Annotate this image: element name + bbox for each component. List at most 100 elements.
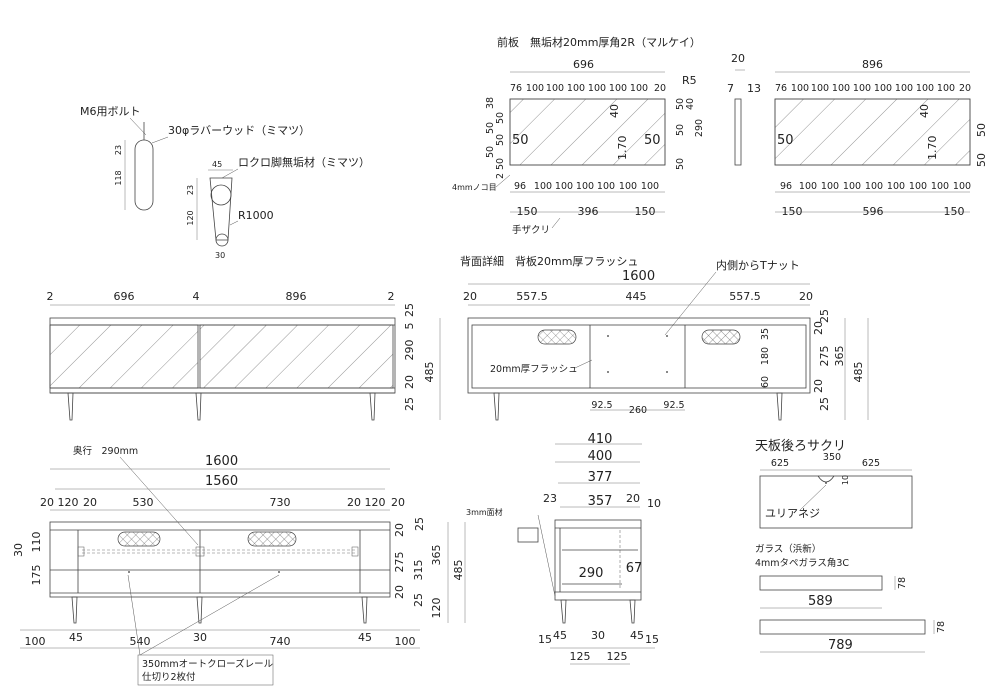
tb-2: 625 — [862, 458, 880, 469]
bv-bot-1: 260 — [629, 405, 647, 416]
bv-right-1: 20 — [812, 321, 825, 335]
divider-note: 仕切り2枚付 — [142, 671, 196, 683]
pv-right-3: 315 — [412, 560, 425, 581]
pv-right-0: 25 — [413, 517, 426, 531]
sv-top-1: 400 — [588, 449, 613, 464]
tb-0: 625 — [771, 458, 789, 469]
sv-inner-1: 67 — [626, 561, 643, 576]
pv-bot-5: 45 — [358, 631, 372, 644]
fp-side-13: 13 — [747, 82, 761, 95]
sv-top-0: 410 — [588, 432, 613, 447]
fp-left-4: 50 — [485, 146, 496, 158]
bv-mid-2: 60 — [760, 376, 771, 388]
fpl-bot-2: 100 — [821, 181, 839, 192]
pv-total-1600: 1600 — [205, 454, 238, 469]
fv-top-1: 696 — [114, 290, 135, 303]
fp-left-50: 50 — [512, 133, 529, 148]
fpl-width-896: 896 — [862, 58, 883, 71]
pv-top-6: 120 — [365, 496, 386, 509]
fp-left-1: 50 — [495, 112, 506, 124]
fpl-right-50a: 50 — [975, 123, 988, 137]
fp-right-1: 40 — [685, 98, 696, 110]
pv-right-7: 485 — [452, 560, 465, 581]
bv-right-3: 20 — [812, 379, 825, 393]
fp-col-0: 76 — [510, 83, 522, 94]
glass-note: ガラス（浜新） — [755, 543, 821, 555]
fv-right-2: 290 — [403, 340, 416, 361]
sv-bot2-1: 125 — [607, 650, 628, 663]
fv-top-0: 2 — [47, 290, 54, 303]
bv-mid-0: 35 — [760, 328, 771, 340]
bv-total-1600: 1600 — [622, 269, 655, 284]
fv-right-3: 20 — [403, 375, 416, 389]
fp-bot-5: 100 — [619, 181, 637, 192]
sv-small-0: 23 — [543, 492, 557, 505]
fp-col-2: 100 — [546, 83, 564, 94]
sv-bot-2: 30 — [591, 629, 605, 642]
fpl-bot-0: 96 — [780, 181, 792, 192]
pv-bot-1: 45 — [69, 631, 83, 644]
fp-right-0: 50 — [675, 98, 686, 110]
leg-dim-23: 23 — [186, 185, 195, 195]
fp-inner-50: 50 — [644, 133, 661, 148]
bv-top-3: 557.5 — [729, 290, 761, 303]
leg-radius-label: R1000 — [238, 209, 274, 222]
fp-col-7: 20 — [654, 83, 666, 94]
fp-handle-2: 150 — [635, 205, 656, 218]
top-cutout-note: 天板後ろサクリ — [755, 439, 846, 454]
urea-screw-note: ユリアネジ — [765, 507, 820, 520]
bv-top-1: 557.5 — [516, 290, 548, 303]
bv-right-6: 485 — [852, 362, 865, 383]
bv-top-4: 20 — [799, 290, 813, 303]
pv-top-7: 20 — [391, 496, 405, 509]
fv-top-3: 896 — [286, 290, 307, 303]
fv-right-1: 5 — [403, 323, 416, 330]
rod-dim-23: 23 — [114, 145, 123, 155]
fpl-col-5: 100 — [874, 83, 892, 94]
pv-right-8: 120 — [430, 598, 443, 619]
fp-handle-1: 396 — [578, 205, 599, 218]
bv-bot-0: 92.5 — [591, 400, 612, 411]
fpl-col-2: 100 — [811, 83, 829, 94]
sv-bot-0: 15 — [538, 633, 552, 646]
glass1-w: 589 — [808, 594, 833, 609]
pv-right-5: 20 — [393, 585, 406, 599]
bv-mid-dims: 35 180 60 — [760, 328, 771, 388]
fpl-left-50: 50 — [777, 133, 794, 148]
glass-detail: ガラス（浜新） 4mmタペガラス角3C 78 589 78 789 — [755, 543, 947, 653]
fpl-col-0: 76 — [775, 83, 787, 94]
fp-bot-1: 100 — [534, 181, 552, 192]
glass1-h: 78 — [897, 577, 908, 589]
fpl-handle-0: 150 — [782, 205, 803, 218]
fv-top-4: 2 — [388, 290, 395, 303]
flush-note: 20mm厚フラッシュ — [490, 364, 578, 375]
fpl-right-50b: 50 — [975, 153, 988, 167]
rubberwood-note: 30φラバーウッド（ミマツ） — [168, 124, 310, 137]
fp-inner-170: 1.70 — [616, 136, 629, 161]
fp-col-3: 100 — [567, 83, 585, 94]
fpl-bot-6: 100 — [909, 181, 927, 192]
fp-width-696: 696 — [573, 58, 594, 71]
bv-mid-1: 180 — [760, 347, 771, 365]
pv-inner-1560: 1560 — [205, 474, 238, 489]
sv-inner-0: 290 — [579, 566, 604, 581]
pv-right-1: 20 — [393, 523, 406, 537]
glass2-w: 789 — [828, 638, 853, 653]
fpl-bot-1: 100 — [799, 181, 817, 192]
fp-left-6: 2 — [495, 173, 506, 179]
sv-top-3: 357 — [588, 494, 613, 509]
tb-side-10: 10 — [841, 475, 850, 485]
